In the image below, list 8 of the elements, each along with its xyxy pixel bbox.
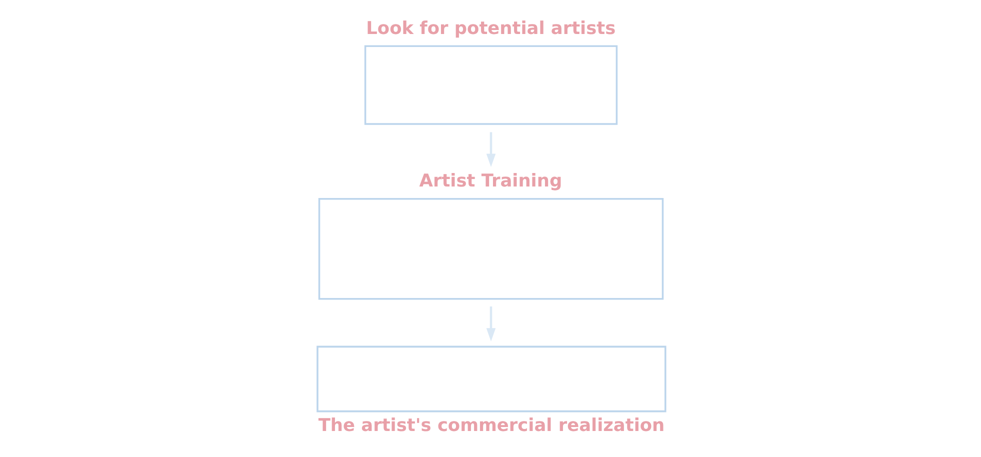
node-box xyxy=(316,346,666,412)
arrow xyxy=(486,132,496,168)
node-box xyxy=(318,198,664,300)
node-box xyxy=(364,45,618,125)
node-label: Artist Training xyxy=(418,171,562,192)
node-label: Look for potential artists xyxy=(366,18,616,39)
node-label: The artist's commercial realization xyxy=(318,416,664,436)
arrow xyxy=(486,306,496,342)
